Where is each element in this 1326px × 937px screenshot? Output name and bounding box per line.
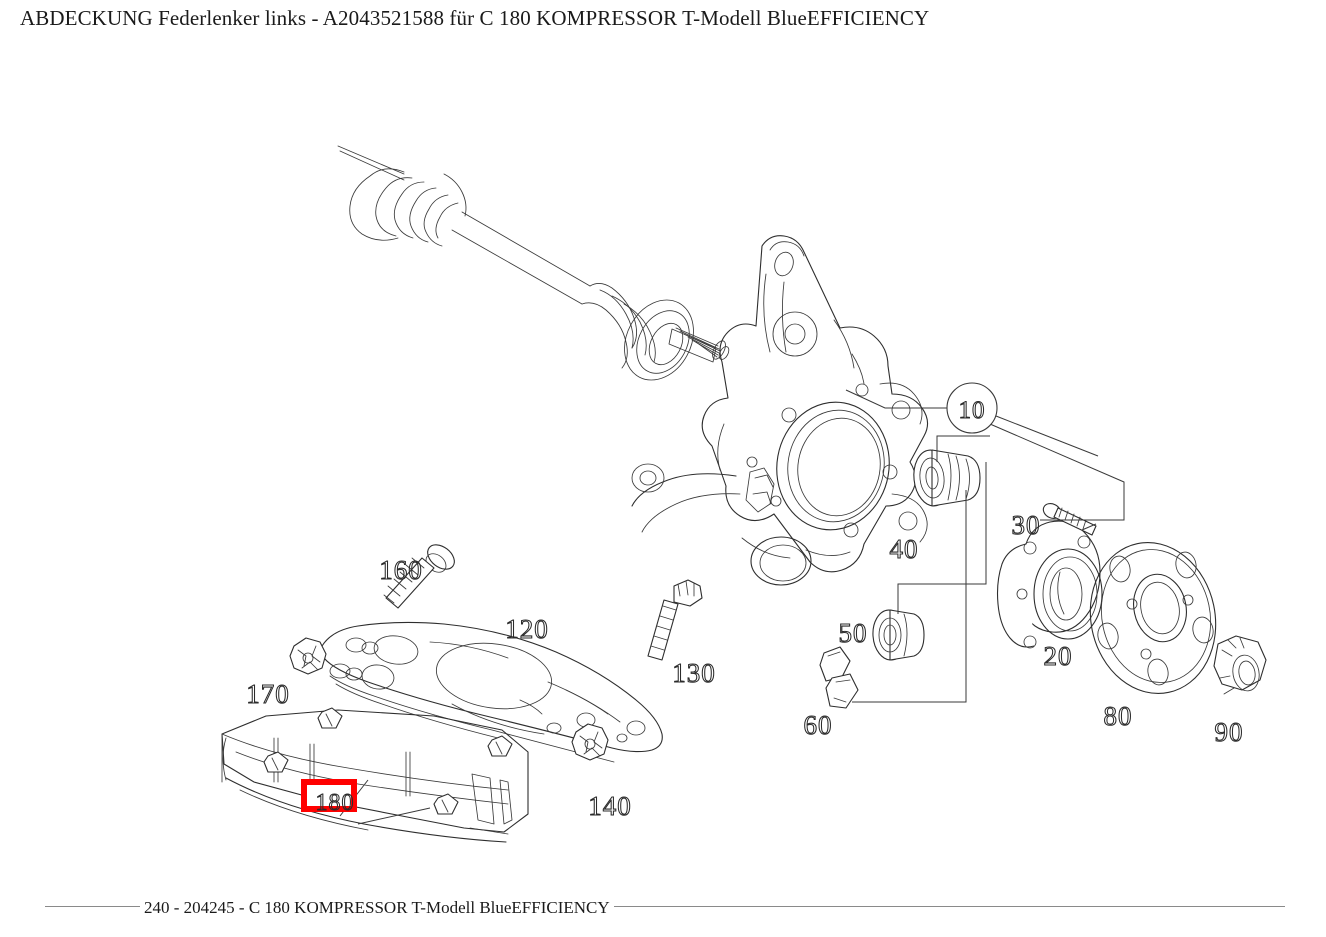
parts-exploded-diagram: 10 20 30 40 50 60 80 90 120 130 140 160 … bbox=[0, 38, 1326, 888]
callout-label-140: 140 bbox=[588, 791, 632, 821]
screw-160-part bbox=[383, 544, 455, 609]
callout-label-20: 20 bbox=[1044, 641, 1073, 671]
spring-link-120-part bbox=[318, 621, 663, 763]
footer-caption: 240 - 204245 - C 180 KOMPRESSOR T-Modell… bbox=[140, 897, 614, 919]
nut-170-part bbox=[289, 637, 327, 675]
wheel-hub-20-part bbox=[996, 520, 1103, 649]
callout-label-50: 50 bbox=[839, 618, 868, 648]
bushing-40-part bbox=[913, 449, 981, 507]
callout-label-130: 130 bbox=[672, 658, 716, 688]
bolt-130-part bbox=[647, 579, 703, 661]
highlight-label-wrapper: 180 bbox=[307, 785, 363, 818]
callout-label-90: 90 bbox=[1215, 717, 1244, 747]
callout-label-160: 160 bbox=[379, 555, 423, 585]
callout-label-10: 10 bbox=[959, 397, 986, 424]
leader-lines bbox=[339, 389, 1125, 825]
callout-label-60: 60 bbox=[804, 710, 833, 740]
page-title: ABDECKUNG Federlenker links - A204352158… bbox=[20, 6, 930, 30]
callout-labels: 10 20 30 40 50 60 80 90 120 130 140 160 … bbox=[246, 382, 1244, 822]
nut-140-part bbox=[571, 723, 609, 761]
callout-label-40: 40 bbox=[890, 534, 919, 564]
callout-label-170: 170 bbox=[246, 679, 290, 709]
wheel-carrier-part bbox=[631, 235, 929, 586]
clip-60-part bbox=[819, 646, 859, 709]
callout-label-30: 30 bbox=[1012, 510, 1041, 540]
footer-divider bbox=[45, 906, 1285, 907]
federlenker-cover-180-part bbox=[221, 707, 529, 843]
brake-flange-80-part bbox=[1089, 542, 1217, 694]
hub-nut-90-part bbox=[1213, 635, 1267, 695]
drive-shaft-part bbox=[337, 145, 730, 381]
callout-label-120: 120 bbox=[505, 614, 549, 644]
highlighted-callout-180[interactable]: 180 bbox=[301, 779, 357, 816]
bushing-50-part bbox=[872, 609, 925, 661]
callout-balloon-10[interactable] bbox=[946, 382, 998, 434]
callout-label-80: 80 bbox=[1104, 701, 1133, 731]
callout-label-180: 180 bbox=[316, 790, 355, 816]
